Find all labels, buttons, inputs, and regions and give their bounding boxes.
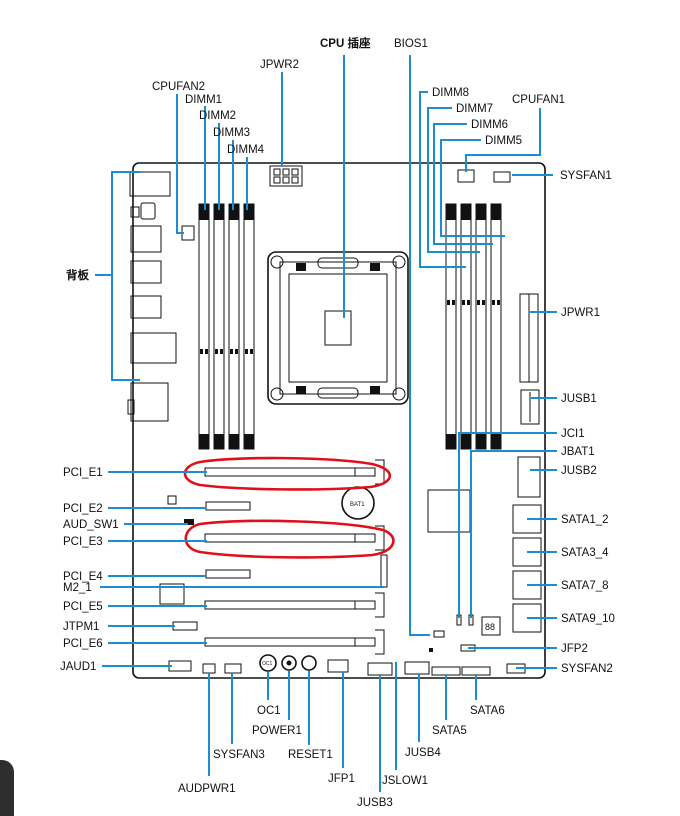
jpwr1-connector [519, 293, 539, 383]
label-dimm1: DIMM1 [185, 94, 222, 106]
label-jpwr1: JPWR1 [561, 307, 600, 319]
label-dimm2: DIMM2 [199, 110, 236, 122]
dimm-slots-left [198, 203, 255, 450]
label-pci-e2: PCI_E2 [63, 503, 103, 515]
label-dimm4: DIMM4 [227, 144, 265, 156]
label-pci-e6: PCI_E6 [63, 638, 103, 650]
cpu-socket [267, 251, 409, 405]
debug-led: 88 [481, 616, 501, 636]
label-oc1: OC1 [257, 705, 281, 717]
label-dimm6: DIMM6 [471, 119, 508, 131]
audio-chip [159, 583, 185, 605]
side-tab [0, 760, 14, 816]
label-sata1-2: SATA1_2 [561, 514, 609, 526]
jtpm1-header [172, 621, 198, 631]
label-m2-1: M2_1 [63, 582, 92, 594]
label-cpufan2: CPUFAN2 [152, 81, 205, 93]
label-dimm8: DIMM8 [432, 87, 469, 99]
label-jfp1: JFP1 [328, 773, 355, 785]
label-jusb1: JUSB1 [561, 393, 597, 405]
sysfan1-header [493, 171, 511, 183]
label-jtpm1: JTPM1 [63, 621, 99, 633]
label-pci-e4: PCI_E4 [63, 571, 103, 583]
label-jpwr2: JPWR2 [260, 59, 299, 71]
svg-text:OC1: OC1 [262, 661, 273, 667]
label-sata6: SATA6 [470, 705, 505, 717]
leader-lines [95, 55, 557, 792]
component-labels: CPU 插座 BIOS1 JPWR2 CPUFAN2 DIMM1 DIMM2 D… [60, 36, 615, 809]
label-power1: POWER1 [252, 725, 302, 737]
label-jci1: JCI1 [561, 428, 585, 440]
label-backpanel: 背板 [66, 268, 89, 282]
label-aud-sw1: AUD_SW1 [63, 519, 119, 531]
label-sysfan1: SYSFAN1 [560, 170, 612, 182]
label-sata3-4: SATA3_4 [561, 547, 609, 559]
label-sysfan2: SYSFAN2 [561, 663, 613, 675]
label-pci-e5: PCI_E5 [63, 601, 103, 613]
label-pci-e3: PCI_E3 [63, 536, 103, 548]
bios-chip [433, 630, 445, 638]
back-panel-connectors [127, 171, 177, 422]
label-bios1: BIOS1 [394, 38, 428, 50]
label-cpu-socket: CPU 插座 [320, 36, 371, 50]
label-dimm5: DIMM5 [485, 135, 522, 147]
label-sysfan3: SYSFAN3 [213, 749, 265, 761]
label-dimm7: DIMM7 [456, 103, 493, 115]
label-jslow1: JSLOW1 [382, 775, 428, 787]
battery: BAT1 [341, 486, 375, 520]
label-jaud1: JAUD1 [60, 661, 96, 673]
jusb1-header [520, 389, 540, 425]
label-sata5: SATA5 [432, 725, 467, 737]
label-audpwr1: AUDPWR1 [178, 783, 236, 795]
bottom-headers: OC1 [168, 648, 526, 676]
label-sata7-8: SATA7_8 [561, 580, 609, 592]
label-dimm3: DIMM3 [213, 127, 250, 139]
label-jusb3: JUSB3 [357, 797, 393, 809]
jpwr2-connector [269, 165, 303, 187]
jusb2-connector [517, 456, 541, 498]
label-reset1: RESET1 [288, 749, 333, 761]
svg-text:BAT1: BAT1 [350, 502, 365, 508]
label-sata9-10: SATA9_10 [561, 613, 615, 625]
svg-text:88: 88 [485, 622, 495, 632]
label-pci-e1: PCI_E1 [63, 467, 103, 479]
label-jusb4: JUSB4 [405, 747, 441, 759]
label-jfp2: JFP2 [561, 643, 588, 655]
small-chip [167, 495, 177, 505]
label-jbat1: JBAT1 [561, 446, 595, 458]
label-jusb2: JUSB2 [561, 465, 597, 477]
highlight-pci-e1 [183, 456, 392, 491]
aud-sw1-switch [184, 519, 194, 525]
dimm-slots-right [445, 203, 502, 450]
label-cpufan1: CPUFAN1 [512, 94, 565, 106]
chipset [427, 489, 471, 533]
highlight-pci-e3 [184, 519, 395, 559]
